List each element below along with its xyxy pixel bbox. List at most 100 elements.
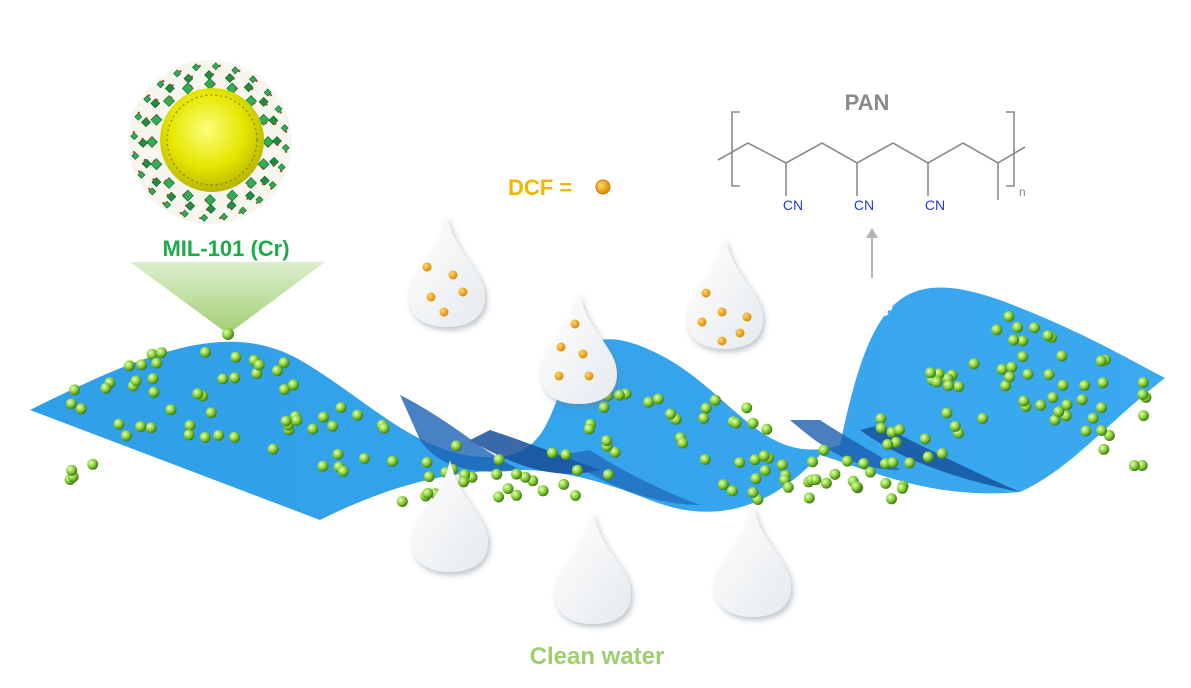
mof-bead (458, 476, 470, 488)
mof-bead (931, 376, 943, 388)
mof-bead (1137, 377, 1149, 388)
zoom-circle (855, 280, 895, 320)
mof-atom (171, 84, 174, 87)
dcf-dot-icon (595, 179, 611, 195)
mof-atom (227, 196, 231, 199)
mof-atom (153, 159, 156, 163)
mof-bead (1057, 379, 1069, 391)
mof-bead (145, 422, 157, 434)
mof-bead (894, 424, 906, 436)
mof-bead (949, 420, 961, 432)
mof-bead (803, 492, 815, 504)
mof-atom (272, 164, 275, 167)
mof-bead (875, 422, 887, 434)
mof-atom (264, 121, 267, 125)
mof-bead (700, 402, 712, 414)
mof-atom (132, 151, 136, 154)
mof-bead (922, 451, 934, 463)
mof-bead (165, 404, 177, 416)
zoom-arrow-head (866, 228, 878, 238)
mof-crystal (255, 195, 264, 204)
dcf-label: DCF = (508, 175, 572, 200)
mof-crystal (220, 212, 228, 221)
mof-atom (253, 102, 256, 105)
mof-bead (941, 407, 953, 419)
mof-crystal (143, 95, 152, 104)
mof-bead (251, 368, 263, 379)
mof-bead (761, 423, 773, 435)
mof-bead (1004, 371, 1016, 383)
mof-atom (251, 87, 254, 91)
mof-atom (269, 187, 273, 190)
mof-bead (598, 401, 610, 413)
mof-crystal (156, 80, 165, 89)
mof-atom (218, 64, 221, 68)
mof-crystal (259, 175, 270, 186)
mof-atom (238, 211, 241, 215)
mof-bead (192, 388, 204, 400)
mof-bead (318, 411, 329, 423)
mof-bead (317, 460, 329, 472)
mof-bead (121, 430, 132, 442)
mof-atom (234, 88, 238, 91)
mof-bead (882, 439, 894, 450)
mof-bead (571, 464, 583, 476)
mof-bead (782, 481, 794, 493)
mof-bead (820, 477, 832, 489)
mof-atom (274, 122, 277, 126)
mof-bead (1080, 425, 1092, 437)
mof-bead (730, 417, 742, 429)
mof-crystal (206, 204, 216, 214)
mof-bead (747, 486, 759, 498)
mof-bead (327, 420, 339, 432)
mof-bead (726, 485, 738, 497)
mof-bead (643, 396, 655, 408)
mof-bead (230, 351, 242, 363)
mof-bead (359, 453, 370, 464)
mof-beads (64, 311, 1152, 507)
mof-bead (229, 372, 241, 384)
mof-bead (491, 468, 503, 480)
mof-atom (269, 93, 272, 97)
mof-bead (749, 454, 761, 466)
mof-bead (280, 415, 292, 427)
mof-bead (560, 449, 572, 461)
mof-bead (602, 469, 614, 481)
mof-atom (246, 197, 249, 200)
mof-atom (204, 199, 208, 202)
mof-bead (858, 458, 870, 469)
mof-bead (253, 359, 265, 371)
mof-bead (332, 448, 344, 460)
mof-bead (818, 444, 830, 456)
mof-bead (841, 455, 853, 467)
mof-bead (493, 454, 505, 466)
mof-bead (387, 455, 399, 467)
mof-bead (953, 381, 965, 392)
mof-atom (232, 77, 235, 80)
mof-atom (179, 69, 182, 73)
mof-crystal (146, 136, 158, 148)
mof-atom (247, 185, 250, 188)
dcf-drop (541, 292, 617, 404)
mof-bead (829, 468, 841, 480)
mof-bead (1043, 369, 1055, 380)
mof-bead (991, 324, 1003, 336)
mof-atom (265, 103, 268, 106)
mof-bead (880, 477, 892, 489)
mof-crystal (150, 98, 161, 109)
mof-bead (758, 450, 770, 462)
mof-crystal (231, 66, 240, 75)
mof-bead (609, 446, 621, 458)
mof-bead (936, 448, 948, 459)
mof-crystal (224, 73, 235, 83)
mof-crystal (200, 213, 209, 222)
mof-bead (1076, 394, 1088, 406)
mof-crystal (280, 124, 289, 132)
mof-bead (502, 483, 514, 495)
mof-crystal (138, 138, 148, 148)
mof-bead (996, 363, 1008, 375)
mof-bead (943, 380, 955, 391)
mof-atom (137, 170, 141, 173)
mof-crystal (163, 200, 172, 209)
